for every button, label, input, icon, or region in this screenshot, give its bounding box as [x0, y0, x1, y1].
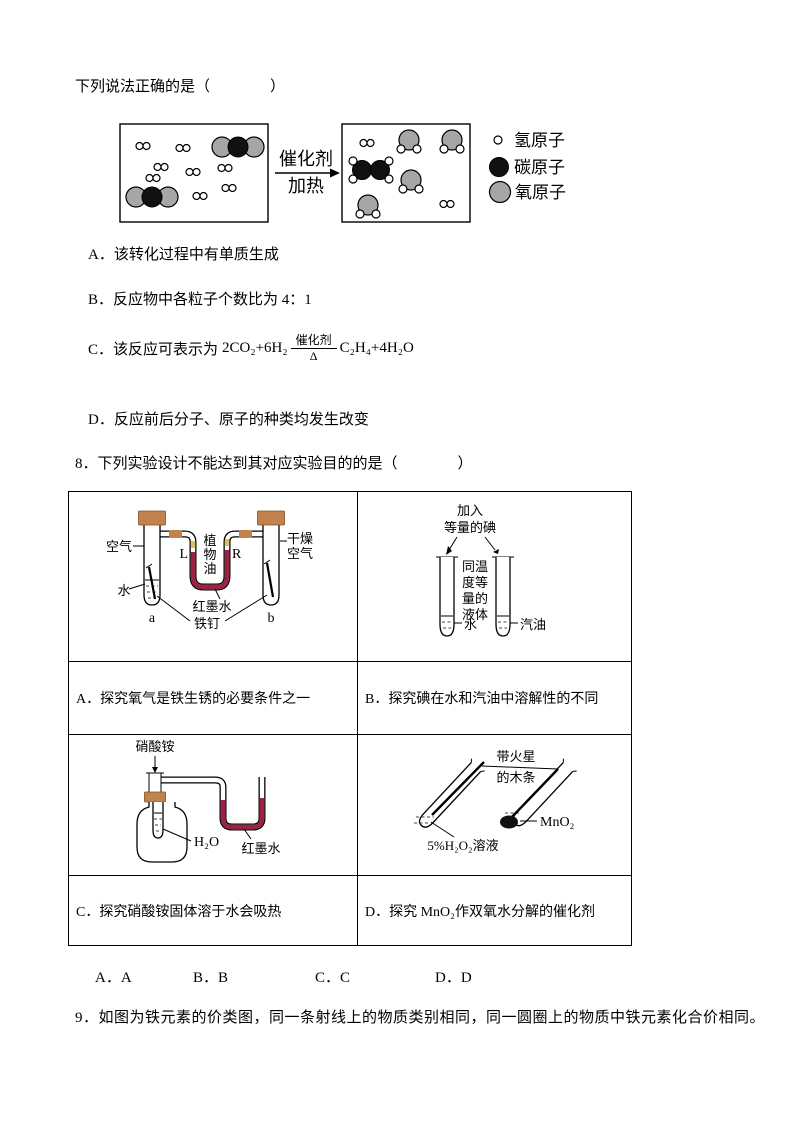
experiment-d-diagram: 带火星 的木条 MnO₂ 5%H₂O₂溶液	[414, 749, 577, 853]
arrow-condition-top: 催化剂	[279, 149, 333, 169]
q7-option-c-prefix: C．该反应可表示为	[88, 342, 219, 358]
ammonium-nitrate-label: 硝酸铵	[135, 739, 174, 754]
q7-option-c: C．该反应可表示为 2CO₂+6H₂ 催化剂 Δ C₂H₄+4H₂O	[88, 333, 414, 364]
equation-conditions: 催化剂 Δ	[290, 333, 337, 364]
experiment-a-diagram: 空气 水 L R 植 物 油 红墨水 铁钉 干燥 空气 a b	[106, 510, 313, 631]
h2-molecules	[135, 141, 237, 201]
l-mark: L	[179, 547, 188, 562]
equation-condition-top: 催化剂	[290, 333, 337, 349]
svg-text:液体: 液体	[462, 607, 488, 622]
tube-connector	[239, 530, 252, 538]
q7-option-d: D．反应前后分子、原子的种类均发生改变	[88, 412, 369, 428]
svg-text:量的: 量的	[462, 591, 488, 606]
q8-option-d: D．探究 MnO₂作双氧水分解的催化剂	[358, 876, 631, 945]
gasoline-test-tube	[495, 557, 511, 637]
water-test-tube	[439, 557, 455, 637]
vegetable-oil-label: 植	[203, 533, 216, 548]
q8-answer-b: B．B	[193, 970, 229, 986]
q7-option-a: A．该转化过程中有单质生成	[88, 247, 279, 263]
inner-test-tube	[152, 802, 164, 839]
q7-option-b: B．反应物中各粒子个数比为 4：1	[88, 292, 312, 308]
h2-molecules	[359, 138, 455, 209]
iron-nail	[265, 562, 275, 598]
q8-answer-a: A．A	[95, 970, 132, 986]
svg-text:等量的碘: 等量的碘	[444, 520, 496, 535]
h2o-molecules	[355, 129, 465, 219]
water-label: 水	[117, 583, 130, 598]
glowing-splint-label: 带火星	[496, 749, 535, 764]
test-tube-b	[262, 525, 280, 606]
svg-text:油: 油	[203, 561, 216, 576]
equation-rhs: C₂H₄+4H₂O	[339, 340, 414, 356]
water-label: 水	[464, 617, 477, 632]
mno2-powder	[500, 815, 518, 829]
air-label: 空气	[106, 539, 132, 554]
reactants-box	[119, 123, 269, 223]
svg-text:度等: 度等	[462, 575, 488, 590]
q8-option-b: B．探究碘在水和汽油中溶解性的不同	[358, 662, 631, 735]
legend-oxygen-label: 氧原子	[515, 183, 566, 202]
red-ink-liquid	[220, 798, 265, 830]
equation-lhs: 2CO₂+6H₂	[222, 340, 288, 356]
experiment-a-diagram-cell: 空气 水 L R 植 物 油 红墨水 铁钉 干燥 空气 a b	[69, 492, 358, 662]
oxygen-atom-icon	[488, 180, 512, 204]
legend-carbon-label: 碳原子	[514, 158, 565, 177]
dry-air-label: 干燥	[287, 531, 313, 546]
experiment-b-diagram: 加入 等量的碘 同温 度等 量的 液体	[436, 503, 546, 637]
atom-legend: 氢原子 碳原子 氧原子	[488, 131, 566, 204]
wooden-splint	[509, 768, 559, 820]
svg-text:空气: 空气	[287, 546, 313, 561]
q7-stem: 下列说法正确的是（ ）	[75, 79, 286, 95]
rubber-stopper	[138, 510, 166, 526]
h2o2-solution-label: 5%H₂O₂溶液	[427, 838, 498, 853]
q8-answer-c: C．C	[315, 970, 351, 986]
carbon-atom-icon	[489, 157, 509, 177]
tube-a-mark: a	[149, 611, 156, 626]
experiment-d-diagram-cell: 带火星 的木条 MnO₂ 5%H₂O₂溶液	[358, 735, 631, 876]
red-ink-liquid	[190, 550, 230, 590]
experiment-b-diagram-cell: 加入 等量的碘 同温 度等 量的 液体	[358, 492, 631, 662]
reaction-arrow: 催化剂 加热	[275, 149, 340, 196]
experiment-c-diagram: 硝酸铵 H₂O 红墨水	[135, 739, 281, 863]
gasoline-label: 汽油	[520, 617, 546, 632]
h2o-label: H₂O	[194, 835, 219, 850]
same-condition-label: 同温	[462, 559, 488, 574]
test-tube-a	[143, 525, 161, 606]
q8-option-a: A．探究氧气是铁生锈的必要条件之一	[69, 662, 358, 735]
svg-text:的木条: 的木条	[496, 770, 535, 785]
iron-nail	[147, 566, 157, 600]
molecule-diagram: 催化剂 加热	[119, 123, 566, 223]
products-box	[341, 123, 471, 223]
q9-stem: 9．如图为铁元素的价类图，同一条射线上的物质类别相同，同一圆圈上的物质中铁元素化…	[75, 1010, 766, 1026]
q8-answer-d: D．D	[435, 970, 472, 986]
red-ink-label: 红墨水	[241, 841, 280, 856]
red-ink-label: 红墨水	[192, 599, 231, 614]
iron-nail-label: 铁钉	[194, 616, 220, 631]
chem-equation: 2CO₂+6H₂ 催化剂 Δ C₂H₄+4H₂O	[222, 333, 414, 364]
c2h4-molecule	[348, 156, 394, 184]
wooden-splint	[431, 761, 485, 816]
add-iodine-label: 加入	[457, 503, 483, 518]
hydrogen-atom-icon	[493, 135, 503, 145]
q8-stem: 8．下列实验设计不能达到其对应实验目的的是（ ）	[75, 456, 473, 472]
rubber-stopper	[257, 510, 285, 526]
q8-experiment-table: 空气 水 L R 植 物 油 红墨水 铁钉 干燥 空气 a b	[68, 491, 632, 946]
r-mark: R	[232, 547, 242, 562]
experiment-c-diagram-cell: 硝酸铵 H₂O 红墨水	[69, 735, 358, 876]
svg-text:物: 物	[203, 547, 216, 562]
q8-option-c: C．探究硝酸铵固体溶于水会吸热	[69, 876, 358, 945]
rubber-stopper	[144, 791, 166, 803]
co2-molecules	[125, 136, 265, 208]
legend-hydrogen-label: 氢原子	[514, 131, 565, 150]
tube-connector	[169, 530, 182, 538]
mno2-label: MnO₂	[540, 815, 575, 830]
equation-condition-bottom: Δ	[309, 349, 318, 363]
h2o2-test-tube	[418, 758, 485, 828]
tube-b-mark: b	[268, 611, 275, 626]
arrow-condition-bottom: 加热	[288, 176, 324, 196]
